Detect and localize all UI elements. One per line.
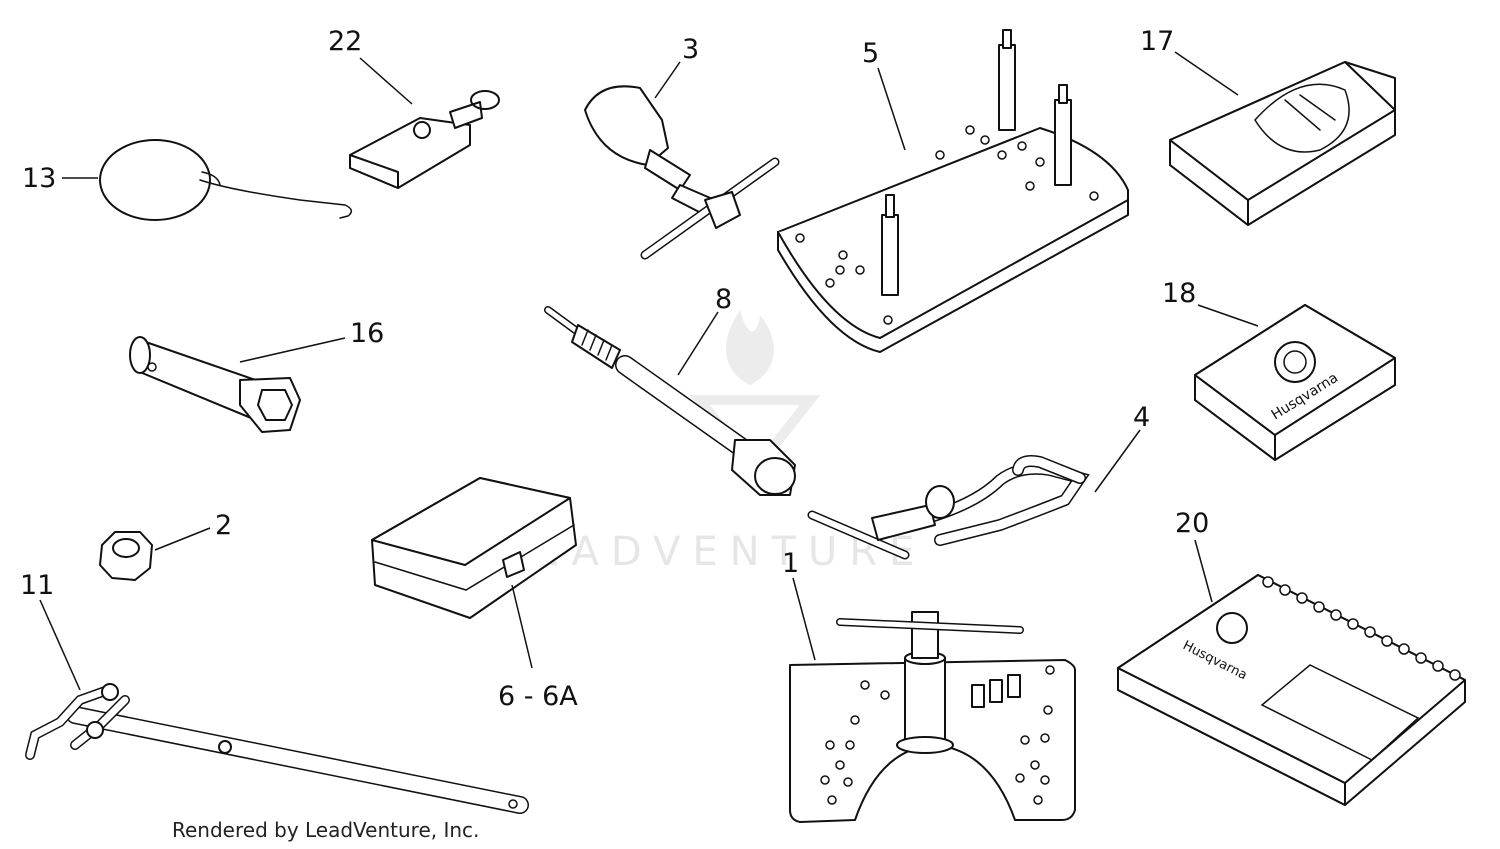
leader-16	[239, 337, 346, 363]
leader-22	[359, 57, 413, 105]
notebook-spiral	[1262, 576, 1461, 681]
callout-5: 5	[862, 38, 879, 69]
callout-8: 8	[715, 284, 732, 315]
part-6-case	[371, 477, 577, 619]
callout-3: 3	[682, 34, 699, 65]
part-8-puller-rod	[544, 306, 796, 496]
part-13-ring-hook	[99, 139, 353, 221]
part-18-husqvarna-manual: Husqvarna	[1194, 304, 1396, 461]
leader-11	[39, 599, 81, 691]
callout-2: 2	[215, 510, 232, 541]
callout-18: 18	[1162, 278, 1196, 309]
callout-13: 13	[22, 163, 56, 194]
callout-16: 16	[350, 318, 384, 349]
leader-6	[511, 584, 533, 669]
plate-5-holes	[795, 125, 1099, 325]
callout-4: 4	[1133, 402, 1150, 433]
part-5-holder-plate	[777, 29, 1129, 353]
leader-8	[677, 311, 719, 376]
part-2-nut	[99, 531, 153, 581]
callout-20: 20	[1175, 508, 1209, 539]
leader-4	[1094, 429, 1141, 493]
callout-17: 17	[1140, 26, 1174, 57]
leader-17	[1174, 51, 1239, 96]
callout-1: 1	[782, 548, 799, 579]
leader-5	[877, 67, 906, 151]
callout-11: 11	[20, 570, 54, 601]
leader-3	[654, 61, 681, 99]
part-22-key-fob	[349, 90, 500, 189]
footer-credit: Rendered by LeadVenture, Inc.	[172, 818, 479, 842]
callout-6: 6 - 6A	[498, 681, 578, 712]
part-17-manual-book	[1169, 61, 1396, 226]
leader-20	[1194, 539, 1213, 603]
part-1-press-plate	[789, 611, 1076, 823]
leader-18	[1197, 304, 1259, 327]
watermark: LEADVENTURE	[500, 310, 914, 575]
part-16-socket-wrench	[129, 336, 301, 433]
plate-1-holes	[820, 665, 1055, 805]
part-4-bent-rod-tool	[807, 455, 1090, 560]
callout-22: 22	[328, 26, 362, 57]
leader-1	[792, 577, 816, 661]
part-3-t-handle-puller	[584, 85, 780, 260]
leader-2	[154, 527, 211, 551]
part-11-holding-wrench	[25, 683, 529, 814]
part-20-spiral-notebook: Husqvarna	[1117, 574, 1466, 806]
